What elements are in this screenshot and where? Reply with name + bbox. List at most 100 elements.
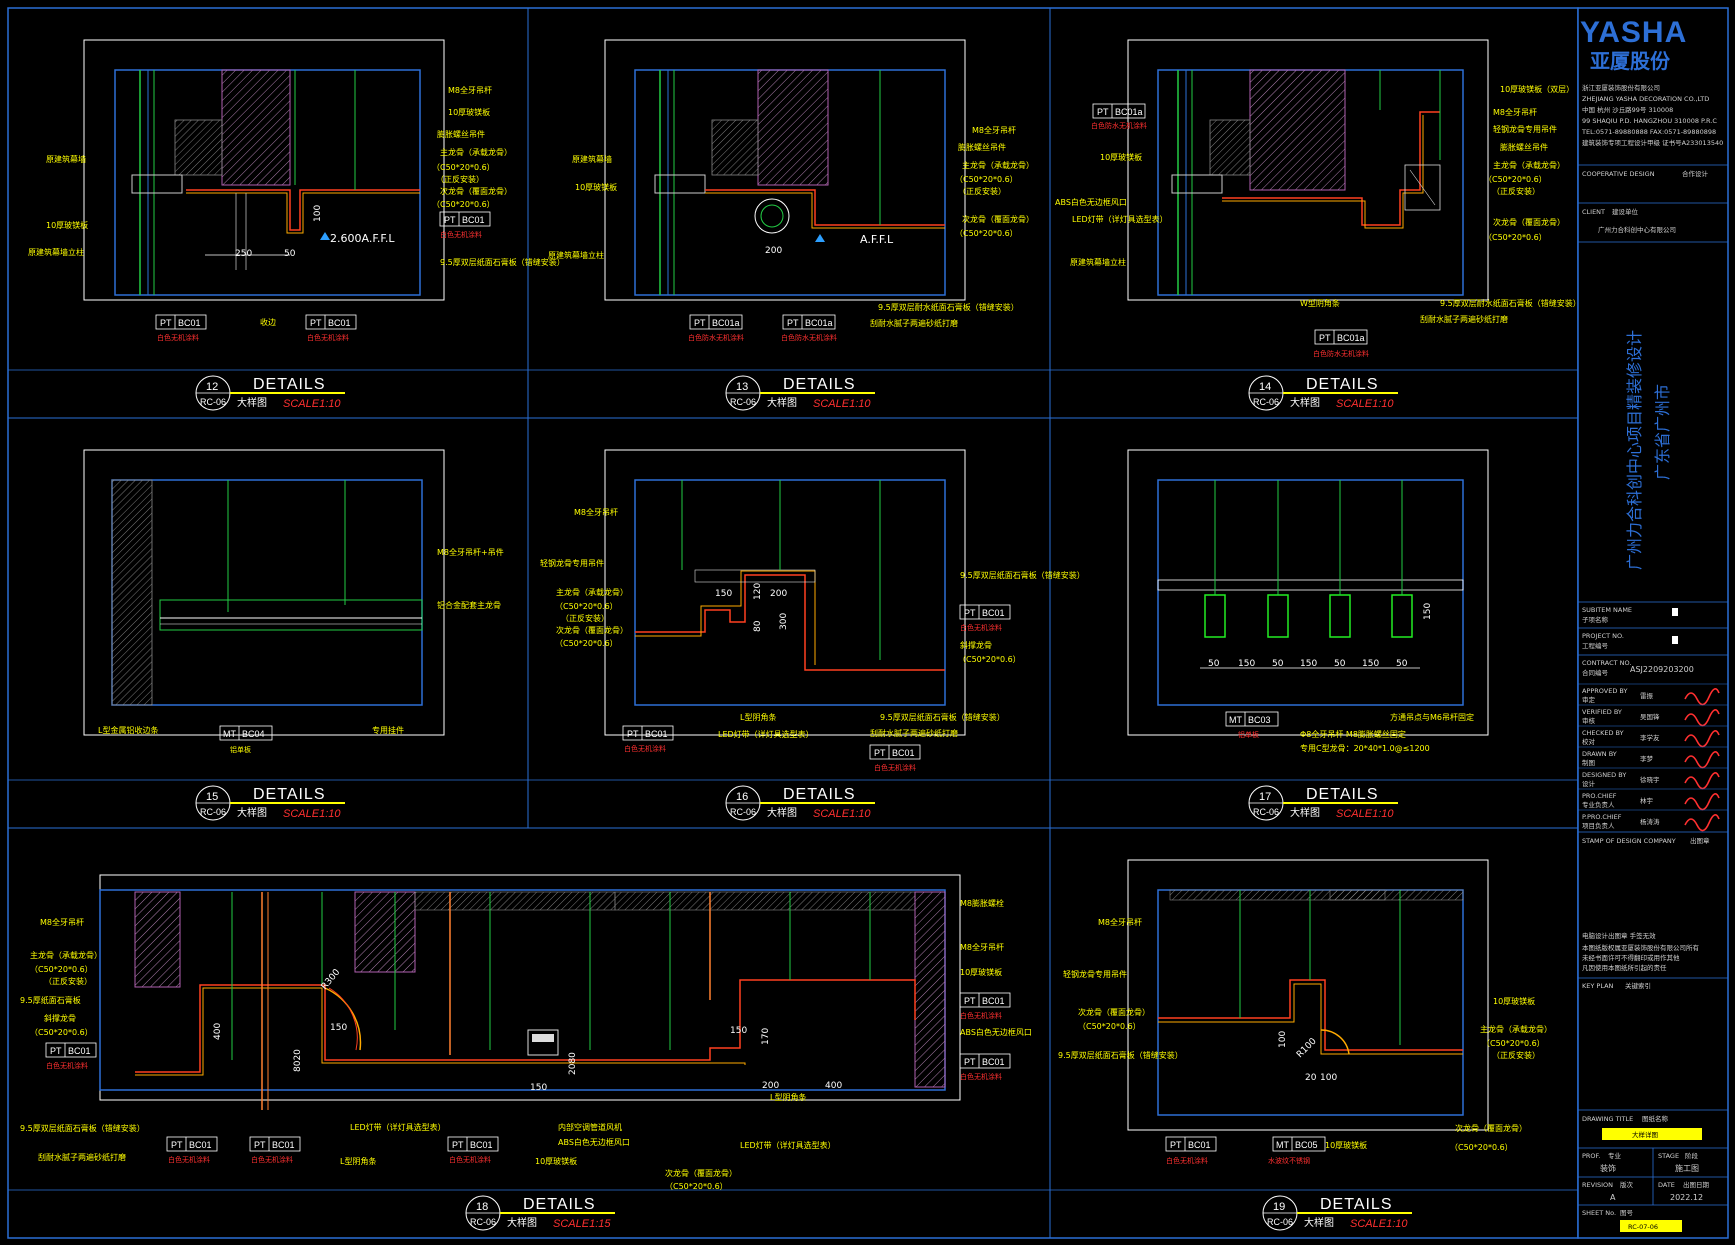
- d18-board-label: 10厚玻镁板: [960, 967, 1002, 977]
- svg-text:BC01: BC01: [1188, 1140, 1211, 1150]
- svg-text:50: 50: [1334, 659, 1346, 669]
- d16-tag-bc01-b: PT BC01 白色无机涂料: [622, 725, 674, 753]
- d18-dim-400b: 400: [825, 1081, 842, 1091]
- detail-title-text: DETAILS: [253, 376, 326, 393]
- svg-text:PT: PT: [874, 748, 886, 758]
- detail-18: M8全牙吊杆 主龙骨（承载龙骨） （C50*20*0.6） （正反安装） 9.5…: [20, 874, 1032, 1191]
- d12-main-keel-label: 主龙骨（承载龙骨）: [440, 147, 512, 157]
- project-no-cn: 工程编号: [1582, 641, 1609, 650]
- d18-dim-r300: R300: [320, 967, 343, 992]
- svg-text:建筑装饰专项工程设计甲级 证书号A233013540: 建筑装饰专项工程设计甲级 证书号A233013540: [1582, 138, 1723, 147]
- d16-gypsum2-label: 9.5厚双层纸面石膏板（错缝安装）: [880, 712, 1005, 722]
- svg-text:150: 150: [1362, 659, 1379, 669]
- detail-scale: SCALE1:10: [283, 398, 341, 410]
- svg-text:PT: PT: [964, 996, 976, 1006]
- svg-text:白色无机涂料: 白色无机涂料: [960, 623, 1002, 632]
- svg-text:PT: PT: [50, 1046, 62, 1056]
- d18-dim-8020: 8020: [293, 1049, 303, 1072]
- stage-label: STAGE: [1658, 1152, 1679, 1160]
- d13-elevation: A.F.F.L: [860, 233, 894, 246]
- d16-tag-bc01-a: PT BC01 白色无机涂料: [959, 604, 1011, 632]
- role-en: APPROVED BY: [1582, 687, 1628, 695]
- d13-sub-keel-label: 次龙骨（覆面龙骨）: [962, 214, 1034, 224]
- d14-led-label: LED灯带（详灯具选型表）: [1072, 214, 1168, 224]
- d18-tag-bc01-d: PT BC01 白色无机涂料: [447, 1136, 499, 1164]
- d13-gypsum-label: 9.5厚双层耐水纸面石膏板（错缝安装）: [878, 302, 1019, 312]
- detail-title-text: DETAILS: [253, 786, 326, 803]
- detail-title-text: DETAILS: [1306, 786, 1379, 803]
- d16-dim-80: 80: [753, 620, 763, 632]
- d16-main-note: （正反安装）: [561, 613, 609, 623]
- d18-brace-label: 斜撑龙骨: [44, 1013, 76, 1023]
- stamp-label: STAMP OF DESIGN COMPANY: [1582, 837, 1676, 845]
- detail-scale: SCALE1:10: [283, 808, 341, 820]
- d12-tag-bc01-a: PT BC01 白色无机涂料: [155, 314, 207, 342]
- d14-clip-label: 轻钢龙骨专用吊件: [1493, 124, 1557, 134]
- svg-text:PT: PT: [1097, 107, 1109, 117]
- d13-main-note: （正反安装）: [958, 186, 1006, 196]
- detail-title-cn: 大样图: [767, 806, 797, 819]
- company-info: 浙江亚厦装饰股份有限公司 ZHEJIANG YASHA DECORATION C…: [1581, 83, 1723, 147]
- svg-text:TEL:0571-89880888 FAX:0571-898: TEL:0571-89880888 FAX:0571-89880898: [1581, 128, 1716, 136]
- d16-dim-300: 300: [779, 613, 789, 630]
- svg-text:浙江亚厦装饰股份有限公司: 浙江亚厦装饰股份有限公司: [1582, 83, 1660, 92]
- d18-c50b: （C50*20*0.6）: [30, 1028, 93, 1037]
- detail-14: 10厚玻镁板（双层） M8全牙吊杆 轻钢龙骨专用吊件 膨胀螺丝吊件 主龙骨（承载…: [1055, 39, 1581, 358]
- revision-value: A: [1610, 1193, 1616, 1202]
- d14-main-note: （正反安装）: [1492, 186, 1540, 196]
- d16-dim-120: 120: [753, 583, 763, 600]
- stamp-cn: 出图章: [1690, 836, 1710, 845]
- d19-tag-bc05: MT BC05 水波纹不锈钢: [1268, 1136, 1326, 1165]
- d18-dim-200: 200: [762, 1081, 779, 1091]
- svg-text:99 SHAQIU P.D. HANGZHOU 310008: 99 SHAQIU P.D. HANGZHOU 310008 P.R.C: [1582, 117, 1717, 125]
- detail-sheet-ref: RC-06: [1253, 397, 1279, 407]
- role-name: 吴国锋: [1640, 712, 1660, 721]
- d13-dim-200: 200: [765, 246, 782, 256]
- d14-w-angle-label: W型阴角条: [1300, 298, 1340, 308]
- svg-text:BC01: BC01: [178, 318, 201, 328]
- d17-tag-bc03: MT BC03 铝单板: [1225, 711, 1279, 739]
- detail-number: 13: [736, 381, 748, 393]
- svg-text:50: 50: [1208, 659, 1220, 669]
- d14-c50b: （C50*20*0.6）: [1484, 233, 1547, 242]
- svg-text:电脑设计出图章 手签无效: 电脑设计出图章 手签无效: [1582, 931, 1656, 940]
- svg-text:未经书面许可不得翻印或用作其他: 未经书面许可不得翻印或用作其他: [1582, 953, 1680, 962]
- role-name: 杨涛涛: [1640, 817, 1660, 826]
- drawing-title-value: 大样详图: [1632, 1130, 1658, 1139]
- sheet-no-cn: 图号: [1620, 1209, 1634, 1217]
- d18-dim-170: 170: [761, 1028, 771, 1045]
- svg-text:MT: MT: [1229, 715, 1242, 725]
- d12-magnesium-label: 10厚玻镁板: [46, 220, 88, 230]
- role-en: CHECKED BY: [1582, 729, 1624, 737]
- d19-main-keel-label: 主龙骨（承载龙骨）: [1480, 1024, 1552, 1034]
- svg-text:BC01: BC01: [68, 1046, 91, 1056]
- d18-dim-400: 400: [213, 1023, 223, 1040]
- detail-17: 50 150 50 150 50 150 50 150 方通吊点与M6吊杆固定 …: [1127, 449, 1489, 753]
- detail-number: 19: [1273, 1201, 1285, 1213]
- d18-c50a: （C50*20*0.6）: [30, 965, 93, 974]
- svg-text:白色无机涂料: 白色无机涂料: [960, 1072, 1002, 1081]
- d12-sub-keel-label: 次龙骨（覆面龙骨）: [440, 186, 512, 196]
- detail-number: 12: [206, 381, 218, 393]
- contract-no-cn: 合同编号: [1582, 668, 1609, 677]
- client-cn: 建设单位: [1612, 207, 1639, 216]
- d18-dim-150: 150: [330, 1023, 347, 1033]
- d16-main-keel-label: 主龙骨（承载龙骨）: [556, 587, 628, 597]
- project-name: 广州力合科创中心项目精装修设计: [1625, 330, 1644, 570]
- svg-text:白色无机涂料: 白色无机涂料: [449, 1155, 491, 1164]
- svg-text:白色无机涂料: 白色无机涂料: [624, 744, 666, 753]
- svg-text:PT: PT: [787, 318, 799, 328]
- role-cn: 审定: [1582, 695, 1596, 704]
- d14-tag-bc01a-b: PT BC01a 白色防水无机涂料: [1313, 329, 1369, 358]
- svg-text:BC01: BC01: [462, 215, 485, 225]
- drawing-title-cn: 图纸名称: [1642, 1114, 1669, 1123]
- svg-text:铝单板: 铝单板: [230, 745, 251, 754]
- key-plan-cn: 关键索引: [1625, 981, 1651, 990]
- role-cn: 项目负责人: [1582, 821, 1615, 830]
- d12-gypsum-label: 9.5厚双层纸面石膏板（错缝安装）: [440, 257, 565, 267]
